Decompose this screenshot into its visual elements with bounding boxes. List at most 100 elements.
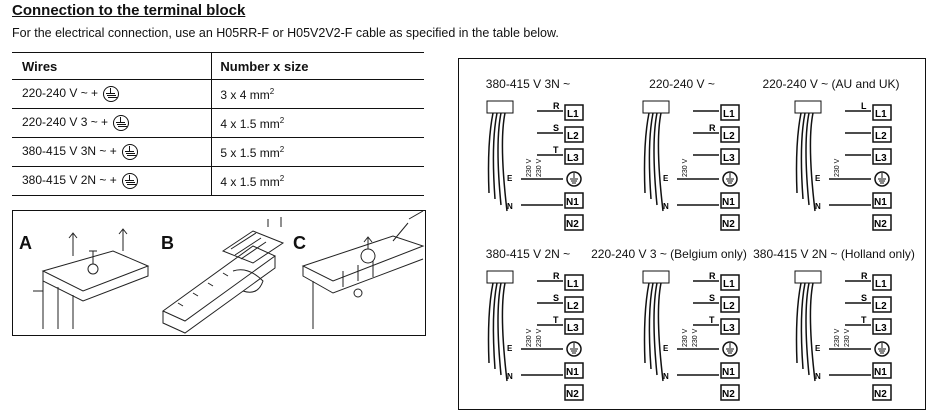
terminal-n1 (872, 192, 892, 209)
terminal-label: N2 (722, 389, 735, 400)
wire (795, 112, 802, 194)
terminal-l2 (872, 126, 892, 143)
earth-terminal-icon (570, 343, 578, 354)
wire-letter: S (709, 293, 715, 303)
wires-text: 380-415 V 3N ~ + (22, 144, 117, 159)
terminal-l2 (720, 296, 740, 313)
terminal-label: N1 (874, 197, 887, 208)
terminal-n1 (872, 362, 892, 379)
wire (653, 282, 658, 376)
wire-letter: T (553, 145, 559, 155)
terminal-label: L1 (567, 109, 579, 120)
voltage-label: 230 V (844, 328, 851, 347)
terminal-n1 (564, 192, 584, 209)
diagram-caption: 380-415 V 2N ~ (485, 247, 571, 261)
size-text: 4 x 1.5 mm (220, 174, 280, 189)
wire (492, 112, 498, 200)
bridge-line (829, 178, 871, 206)
wire-letter: E (507, 344, 513, 353)
terminal-n2 (872, 384, 892, 401)
terminal-n2 (564, 384, 584, 401)
terminal-l2 (872, 296, 892, 313)
terminal-label: L3 (723, 323, 735, 334)
size-exponent: 2 (279, 173, 285, 183)
voltage-label: 230 V (526, 328, 533, 347)
terminal-label: L2 (567, 131, 579, 142)
terminal-l2 (720, 126, 740, 143)
table-row: 380-415 V 2N ~ + 4 x 1.5 mm2 (12, 166, 424, 196)
wire-letter: L (861, 101, 867, 111)
wire-letter: R (553, 101, 560, 111)
wire (653, 112, 658, 206)
wire-letter: N (663, 202, 669, 211)
terminal-label: N2 (566, 219, 579, 230)
voltage-label: 230 V (682, 158, 689, 177)
terminal-l3 (720, 148, 740, 165)
terminal-l2 (564, 126, 584, 143)
terminal-l3 (564, 148, 584, 165)
terminal-l3 (564, 318, 584, 335)
wire (809, 112, 816, 212)
voltage-label: 230 V (536, 158, 543, 177)
cable-clamp (642, 100, 670, 114)
terminal-label: L3 (567, 323, 579, 334)
diagram-caption: 220-240 V 3 ~ (Belgium only) (591, 247, 747, 261)
terminal-l1 (720, 104, 740, 121)
wire (657, 282, 664, 382)
terminal-n1 (564, 362, 584, 379)
wire-letter: N (815, 202, 821, 211)
wire-letter: E (663, 174, 669, 183)
step-b-label: B (161, 233, 174, 253)
wires-text: 380-415 V 2N ~ + (22, 173, 117, 188)
terminal-n1 (720, 192, 740, 209)
terminal-l1 (720, 274, 740, 291)
terminal-l1 (872, 104, 892, 121)
assembly-steps-panel: A B C (12, 210, 426, 336)
wires-text: 220-240 V 3 ~ + (22, 115, 109, 130)
ground-icon (122, 144, 139, 160)
wires-cell: 220-240 V ~ + (12, 79, 212, 109)
terminal-label: N1 (874, 367, 887, 378)
wire (487, 112, 494, 194)
terminal-label: N1 (566, 367, 579, 378)
wire-letter: E (815, 174, 821, 183)
terminal-label: L1 (875, 279, 887, 290)
terminal-label: L3 (875, 323, 887, 334)
wire-letter: R (861, 271, 868, 281)
earth-terminal-icon (878, 343, 886, 354)
wire (497, 112, 502, 206)
size-cell: 4 x 1.5 mm2 (211, 166, 424, 196)
wire (643, 282, 650, 364)
column-header-size: Number x size (211, 52, 424, 80)
wire-letter: T (709, 315, 715, 325)
diagram-caption: 380-415 V 3N ~ (485, 77, 571, 91)
table-row: 380-415 V 3N ~ + 5 x 1.5 mm2 (12, 137, 424, 167)
terminal-label: L1 (567, 279, 579, 290)
voltage-label: 230 V (536, 328, 543, 347)
terminal-l3 (720, 318, 740, 335)
earth-terminal-icon (570, 173, 578, 184)
terminal-n2 (720, 384, 740, 401)
wire (648, 112, 654, 200)
terminal-label: L1 (875, 109, 887, 120)
voltage-label: 230 V (682, 328, 689, 347)
cable-clamp (486, 100, 514, 114)
terminal-n1 (720, 362, 740, 379)
step-c-label: C (293, 233, 306, 253)
wire (643, 112, 650, 194)
wire-letter: S (861, 293, 867, 303)
terminal-label: N2 (874, 389, 887, 400)
terminal-label: N1 (722, 197, 735, 208)
cable-clamp (642, 270, 670, 284)
diagram-caption: 220-240 V ~ (649, 77, 715, 91)
earth-terminal-icon (878, 173, 886, 184)
terminal-label: L2 (875, 131, 887, 142)
terminal-label: L2 (567, 301, 579, 312)
wire (497, 282, 502, 376)
bridge-line (521, 178, 563, 206)
diagram-caption: 220-240 V ~ (AU and UK) (762, 77, 900, 91)
bridge-line (521, 348, 563, 376)
cable-clamp (486, 270, 514, 284)
size-text: 4 x 1.5 mm (220, 116, 280, 131)
